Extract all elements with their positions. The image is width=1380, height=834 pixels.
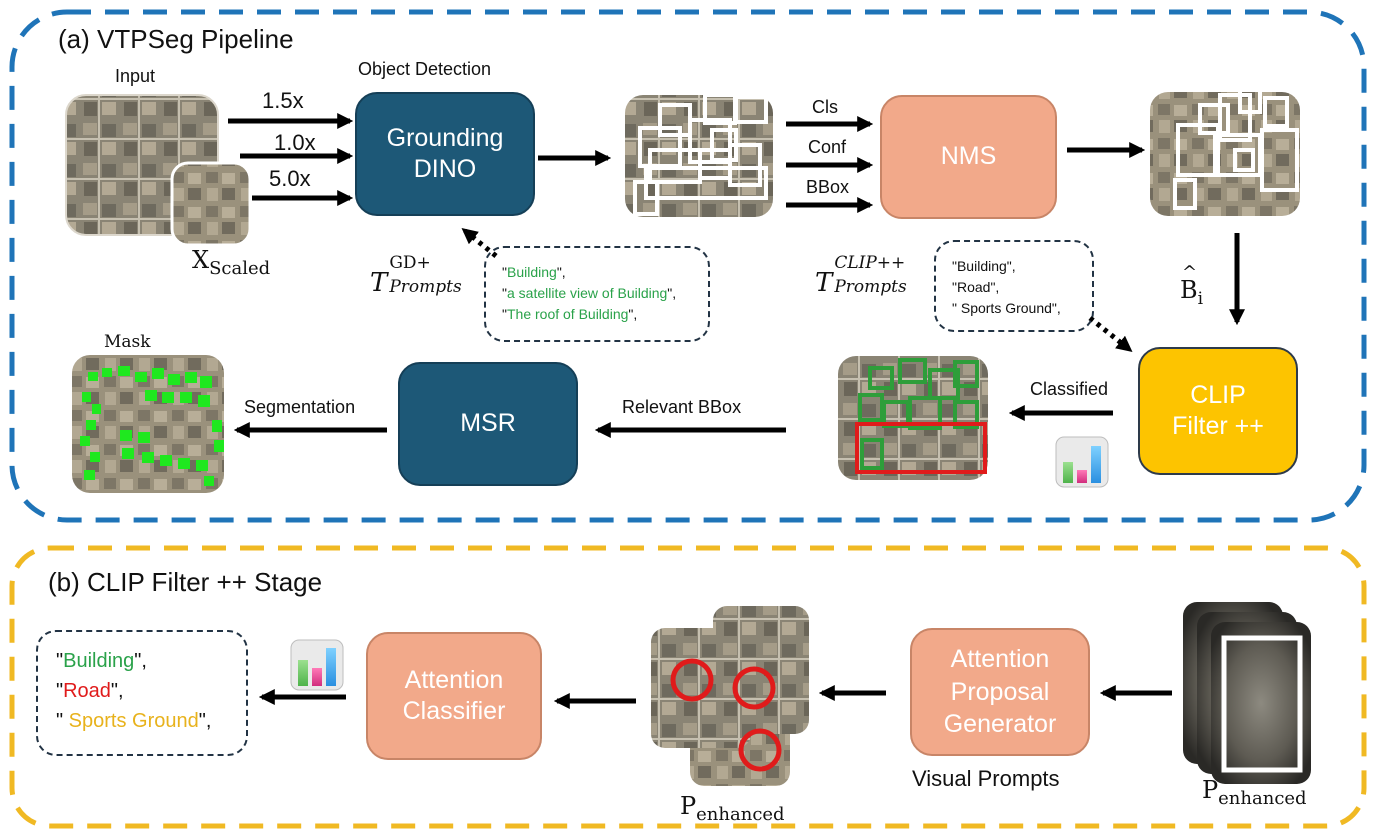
arrow-gd-prompts xyxy=(461,227,498,258)
output-prompts-box: "Building", "Road", " Sports Ground", xyxy=(36,630,248,756)
x-scaled-label: XScaled xyxy=(192,246,271,279)
section-a-title: (a) VTPSeg Pipeline xyxy=(58,24,294,54)
relevant-bbox-label: Relevant BBox xyxy=(622,397,742,417)
msr-box: MSR xyxy=(398,362,578,486)
detection-image xyxy=(625,93,773,217)
section-b-title: (b) CLIP Filter ++ Stage xyxy=(48,567,323,597)
bbox-label: BBox xyxy=(806,177,850,197)
nms-box: NMS xyxy=(880,95,1057,219)
gd-prompts-box: "Building", "a satellite view of Buildin… xyxy=(484,246,710,342)
conf-label: Conf xyxy=(808,137,847,157)
p-enhanced-input-stack xyxy=(1183,602,1311,784)
classified-label: Classified xyxy=(1030,379,1109,399)
input-label: Input xyxy=(115,66,156,86)
clip-prompts-box: "Building", "Road", " Sports Ground", xyxy=(934,240,1094,332)
classified-image xyxy=(838,356,988,480)
scale-label-1: 1.5x xyxy=(262,88,304,113)
nms-output-image xyxy=(1150,86,1300,216)
segmentation-label: Segmentation xyxy=(244,397,356,417)
p-enhanced-label-right: Penhanced xyxy=(1202,776,1307,809)
scale-label-3: 5.0x xyxy=(269,166,311,191)
bar-chart-icon xyxy=(1055,436,1109,488)
mask-label: Mask xyxy=(104,332,151,352)
bar-chart-icon-b xyxy=(290,639,344,691)
input-image-stack xyxy=(65,94,252,247)
visual-prompts-label: Visual Prompts xyxy=(912,766,1060,791)
object-detection-label: Object Detection xyxy=(358,59,492,79)
visual-prompt-images xyxy=(651,606,809,786)
arrow-clip-prompts xyxy=(1088,316,1133,352)
mask-image xyxy=(72,355,224,493)
cls-label: Cls xyxy=(812,97,838,117)
b-hat-label: ^Bi xyxy=(1180,262,1204,309)
section-a-border xyxy=(9,9,1367,523)
p-enhanced-label-middle: Penhanced xyxy=(680,792,785,825)
scale-label-2: 1.0x xyxy=(274,130,316,155)
